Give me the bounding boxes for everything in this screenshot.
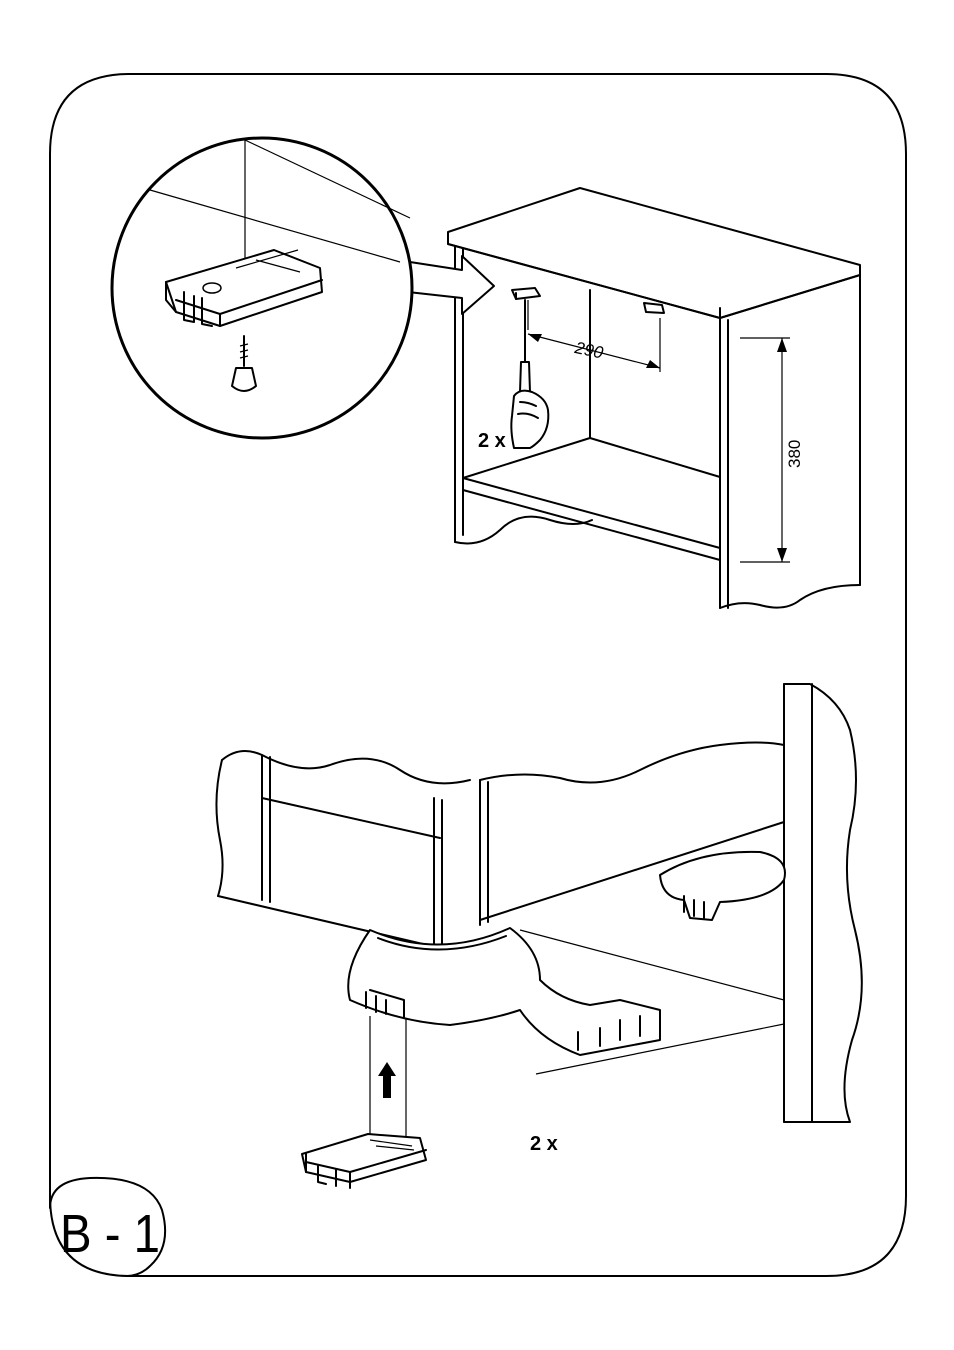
step-badge: B - 1 (50, 1178, 165, 1276)
step-label: B - 1 (60, 1204, 160, 1264)
callout-arrow (408, 256, 494, 314)
detail-circle (112, 138, 412, 438)
top-count-label: 2 x (478, 430, 506, 452)
cabinet-illustration (448, 188, 860, 608)
clip-left-installed (512, 288, 540, 299)
bottom-count-label: 2 x (530, 1133, 558, 1155)
frame-illustration (216, 684, 861, 1122)
up-arrow-icon (378, 1062, 396, 1098)
dimension-lines (528, 300, 790, 562)
spacing-dimension-label: 290 (572, 338, 605, 363)
height-dimension-label: 380 (785, 440, 804, 468)
insertion-guide (370, 1016, 406, 1136)
clip-loose (302, 1134, 426, 1188)
screwdriver-hand (511, 300, 548, 448)
clip-right-installed (644, 303, 664, 313)
